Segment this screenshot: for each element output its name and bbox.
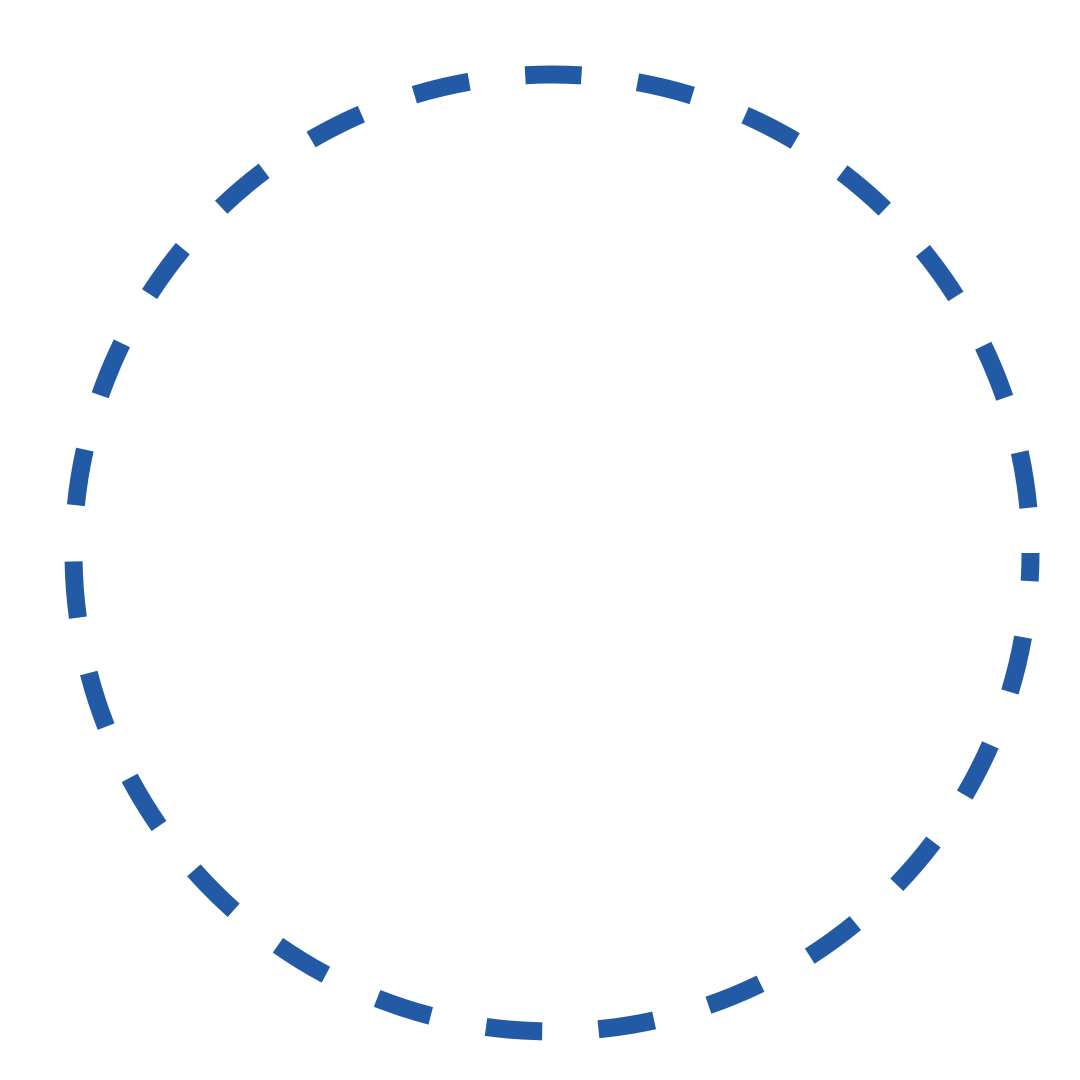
dashed-circle-outline — [64, 65, 1040, 1041]
